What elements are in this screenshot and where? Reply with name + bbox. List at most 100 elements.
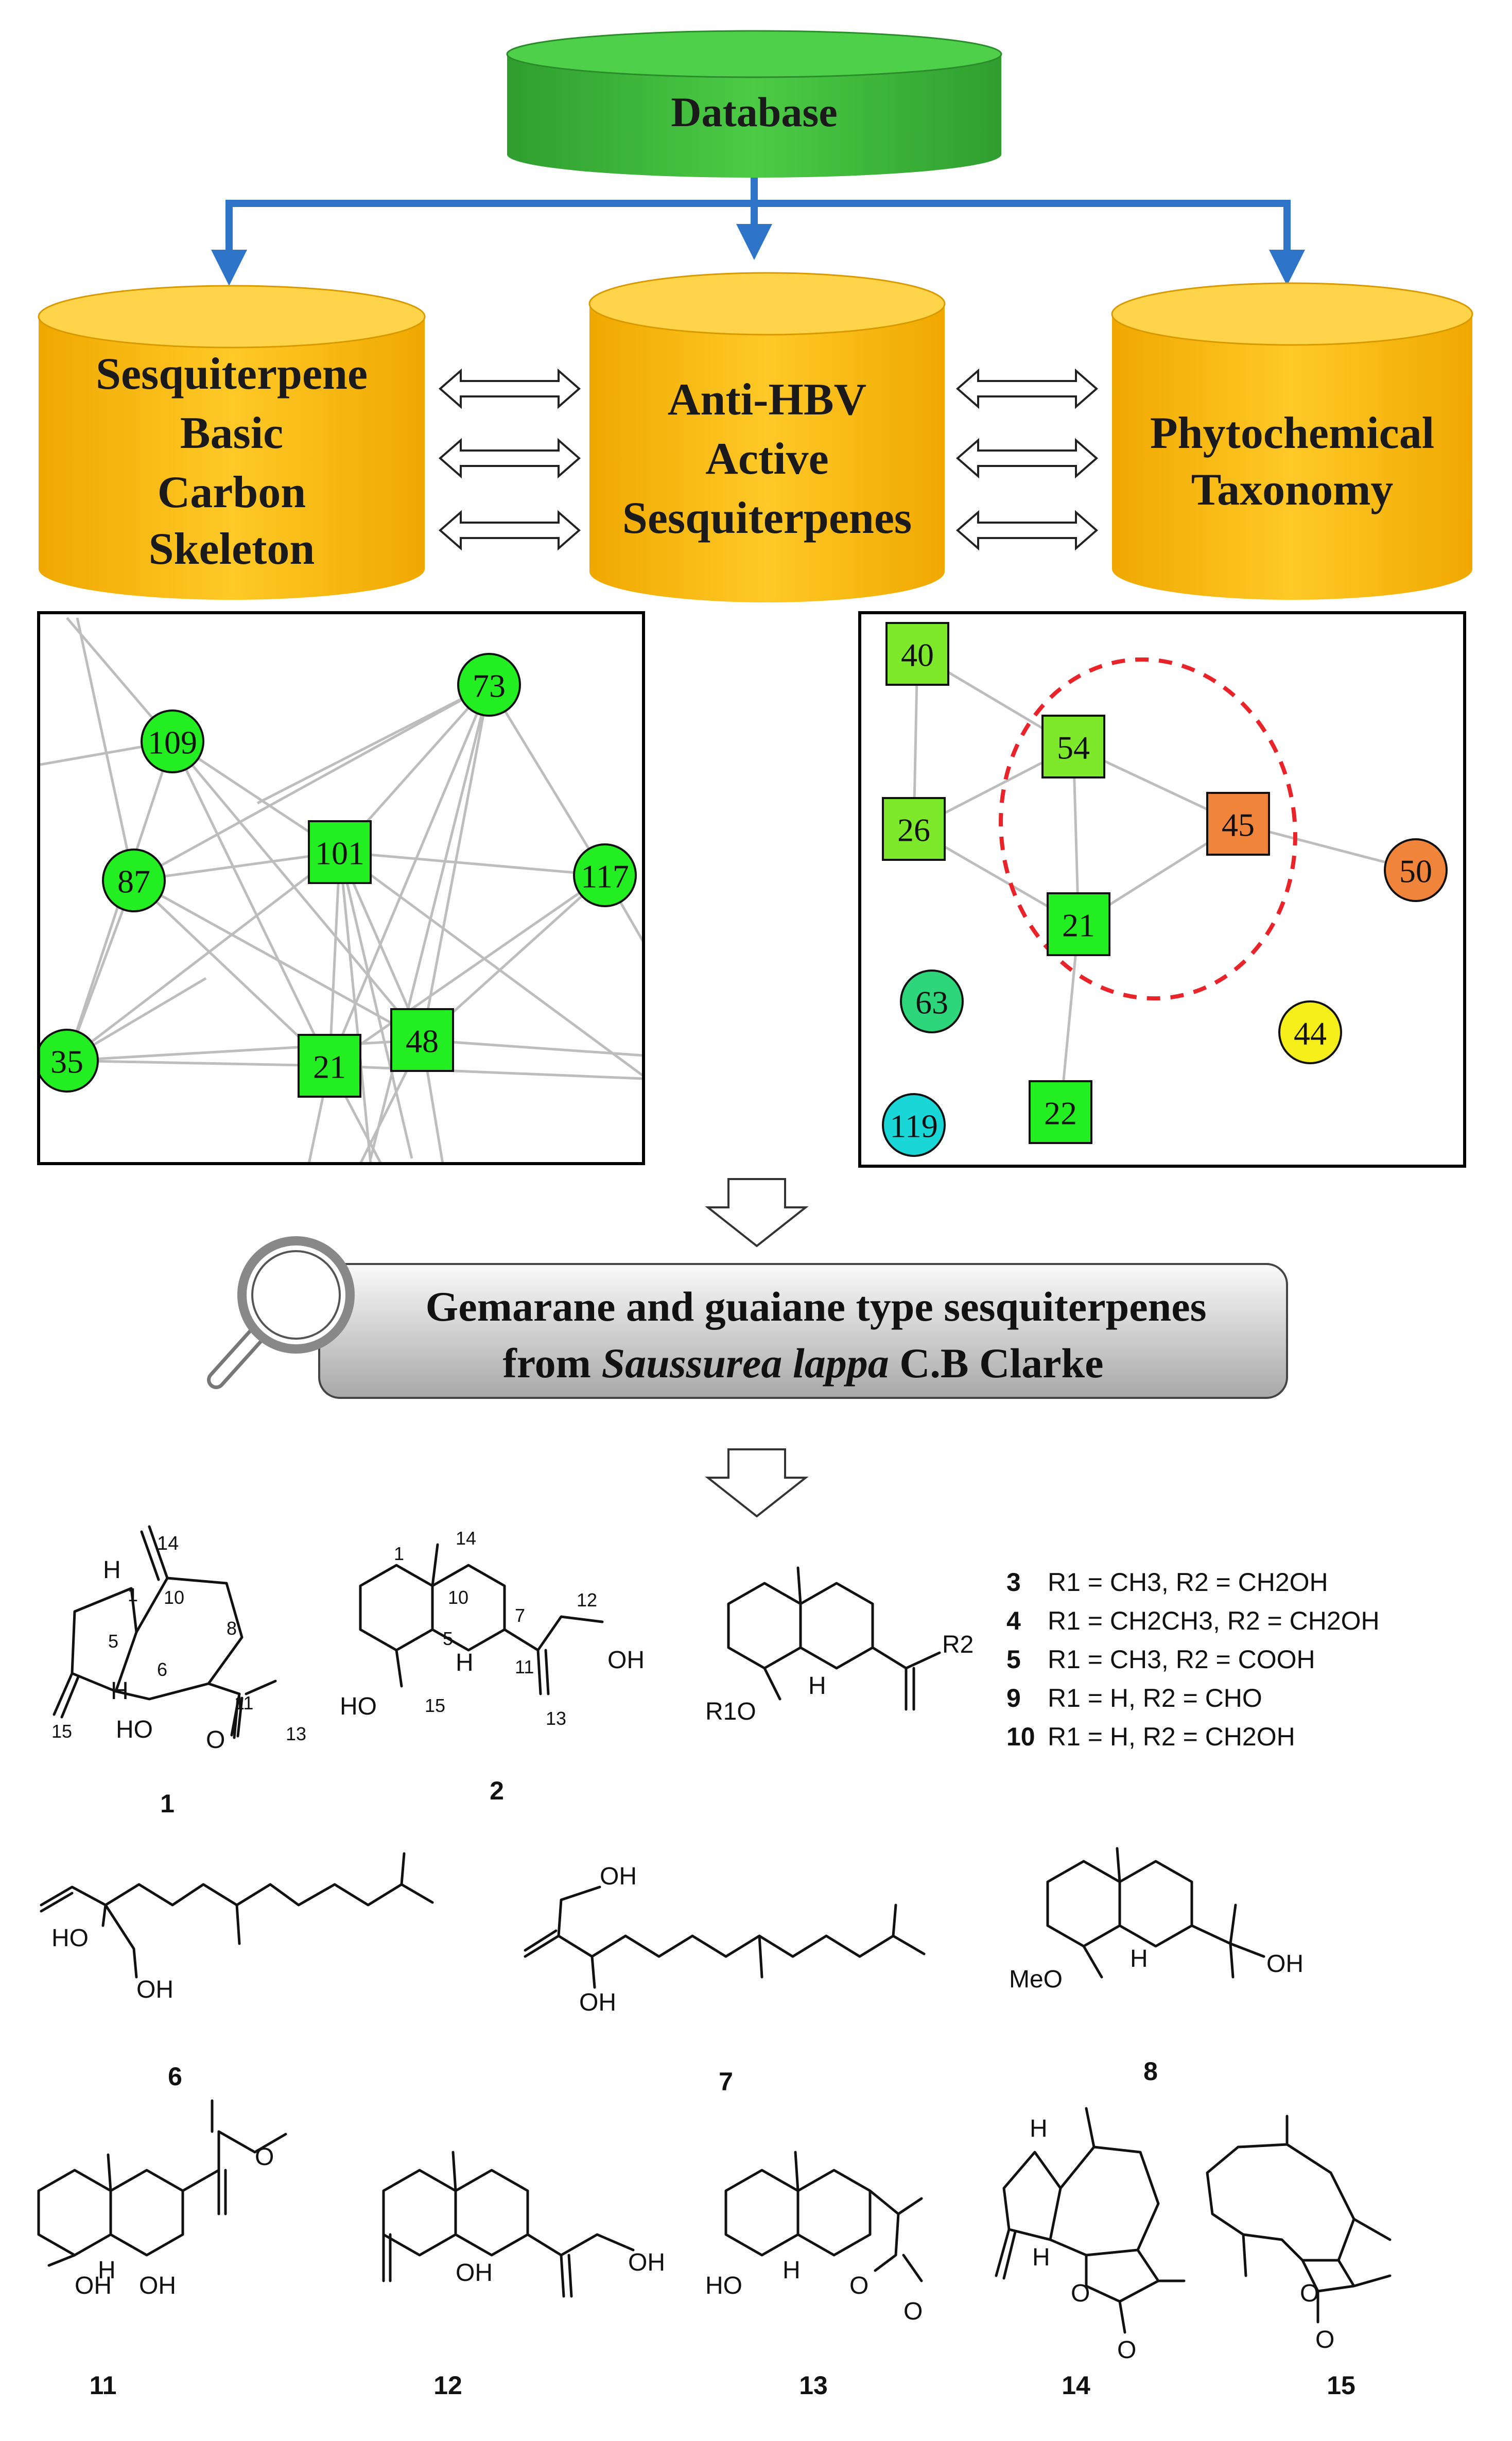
c2-label-13: 13 (546, 1708, 566, 1729)
c1-label-15: 15 (51, 1721, 72, 1742)
compound-3-5-9-10-structure: R1O H R2 (705, 1566, 974, 1725)
left-network-node-label: 35 (50, 1044, 83, 1080)
right-network-node-44: 44 (1278, 1000, 1342, 1064)
right-network-node-shape (900, 970, 964, 1033)
right-network-node-119: 119 (882, 1093, 946, 1157)
left-network-node-shape (102, 849, 166, 912)
left-network-node-101: 101 (308, 820, 372, 884)
c6-label-ho: HO (51, 1925, 89, 1952)
right-network-node-label: 44 (1294, 1015, 1327, 1052)
banner-line-1: Gemarane and guaiane type sesquiterpenes (426, 1283, 1207, 1330)
dashed-cluster-outline (999, 657, 1297, 1001)
svg-text:5: 5 (1006, 1645, 1021, 1674)
right-network-node-40: 40 (885, 622, 949, 686)
compound-label-12: 12 (433, 2371, 462, 2400)
right-network-node-label: 119 (890, 1108, 938, 1145)
substituent-row: 3 R1 = CH3, R2 = CH2OH (1006, 1568, 1328, 1597)
compound-label-2: 2 (490, 1776, 504, 1805)
taxonomy-line-1: Phytochemical (1150, 408, 1434, 458)
compound-structures: H 14 1 10 8 5 6 H HO 15 11 O 13 1 1 14 1… (37, 1525, 1392, 2400)
network-right-nodes: 40 54 26 45 50 21 63 44 119 22 (882, 622, 1448, 1157)
compound-2-structure: 1 14 10 5 7 12 OH HO H 11 15 13 (340, 1528, 645, 1729)
database-cylinder-skeleton: Sesquiterpene Basic Carbon Skeleton (38, 285, 426, 600)
c13-label-ho: HO (705, 2272, 742, 2299)
c1-label-5: 5 (108, 1631, 118, 1652)
substituent-row: 4 R1 = CH2CH3, R2 = CH2OH (1006, 1606, 1380, 1635)
double-arrow-icon (955, 368, 1099, 409)
left-network-node-73: 73 (457, 653, 521, 717)
left-network-node-label: 48 (406, 1023, 439, 1060)
substituent-row: 5 R1 = CH3, R2 = COOH (1006, 1645, 1315, 1674)
database-cylinder-taxonomy: Phytochemical Taxonomy (1111, 282, 1473, 600)
right-network-node-22: 22 (1029, 1080, 1092, 1144)
database-label: Database (671, 89, 837, 135)
c7-label-oh-top: OH (600, 1863, 637, 1890)
skeleton-line-2: Basic (180, 408, 283, 458)
c1-label-h5: H (111, 1677, 129, 1705)
right-network-node-shape (1278, 1000, 1342, 1064)
left-network-node-35: 35 (40, 1029, 99, 1093)
compound-label-15: 15 (1327, 2371, 1355, 2400)
left-network-node-shape (298, 1034, 361, 1098)
svg-text:R1 = H, R2 = CHO: R1 = H, R2 = CHO (1048, 1684, 1262, 1712)
c2-label-h: H (456, 1649, 474, 1676)
right-network-node-label: 63 (915, 984, 948, 1021)
c1-label-13: 13 (286, 1723, 306, 1744)
left-network-node-shape (390, 1008, 454, 1072)
c7-label-oh-bottom: OH (579, 1989, 616, 2016)
right-network-node-50: 50 (1384, 838, 1448, 902)
c1-label-8: 8 (227, 1618, 237, 1639)
svg-text:R1 = H, R2 = CH2OH: R1 = H, R2 = CH2OH (1048, 1722, 1295, 1751)
double-arrow-icon (438, 438, 581, 479)
left-network-node-label: 73 (473, 668, 506, 704)
magnifier-icon (207, 1236, 355, 1389)
c2-label-14: 14 (456, 1528, 476, 1549)
compound-14-structure: H H O O (995, 2107, 1186, 2364)
right-network-node-shape (1047, 892, 1110, 956)
c2-label-15: 15 (425, 1695, 445, 1716)
bidirectional-arrows (438, 368, 1099, 551)
left-network-node-label: 87 (117, 863, 150, 900)
skeleton-line-4: Skeleton (149, 524, 315, 574)
c1-label-ho: HO (116, 1716, 153, 1743)
right-network-node-shape (882, 797, 946, 861)
c11-label-h: H (98, 2257, 116, 2284)
network-right-panel: 40 54 26 45 50 21 63 44 119 22 (858, 611, 1466, 1168)
compound-11-structure: OH H OH O (37, 2099, 287, 2299)
compound-8-structure: MeO H OH (1009, 1847, 1304, 1993)
anti-hbv-line-3: Sesquiterpenes (622, 493, 912, 543)
skeleton-line-3: Carbon (158, 468, 306, 517)
compound-6-structure: HO OH (40, 1852, 434, 2003)
left-network-node-label: 101 (315, 835, 364, 872)
double-arrow-icon (955, 438, 1099, 479)
c12-label-oh-2: OH (628, 2249, 665, 2276)
right-network-node-label: 54 (1057, 730, 1090, 766)
c11-label-oh-2: OH (139, 2272, 176, 2299)
compound-label-8: 8 (1143, 2057, 1158, 2086)
double-arrow-icon (438, 368, 581, 409)
svg-text:10: 10 (1006, 1722, 1035, 1751)
c8-label-h: H (1130, 1945, 1148, 1972)
right-network-node-shape (1029, 1080, 1092, 1144)
c12-label-oh-1: OH (456, 2259, 493, 2287)
left-network-node-48: 48 (390, 1008, 454, 1072)
right-network-node-label: 21 (1062, 907, 1095, 944)
right-network-node-shape (885, 622, 949, 686)
left-network-node-shape (40, 1029, 99, 1093)
compound-label-11: 11 (90, 2371, 117, 2400)
svg-text:R1 = CH3, R2 = COOH: R1 = CH3, R2 = COOH (1048, 1645, 1315, 1674)
right-network-node-shape (1206, 792, 1270, 856)
distribution-arrows (211, 178, 1305, 286)
right-network-node-label: 45 (1222, 807, 1255, 843)
left-network-node-117: 117 (573, 843, 637, 907)
right-network-node-label: 26 (897, 812, 930, 849)
left-network-node-21: 21 (298, 1034, 361, 1098)
c8-label-meo: MeO (1009, 1966, 1063, 1993)
c3-label-r1o: R1O (705, 1698, 756, 1725)
svg-text:9: 9 (1006, 1684, 1021, 1712)
compound-label-7: 7 (719, 2067, 733, 2096)
c2-label-7: 7 (515, 1605, 525, 1626)
left-network-node-shape (457, 653, 521, 717)
c1-label-h1: H (103, 1556, 121, 1584)
